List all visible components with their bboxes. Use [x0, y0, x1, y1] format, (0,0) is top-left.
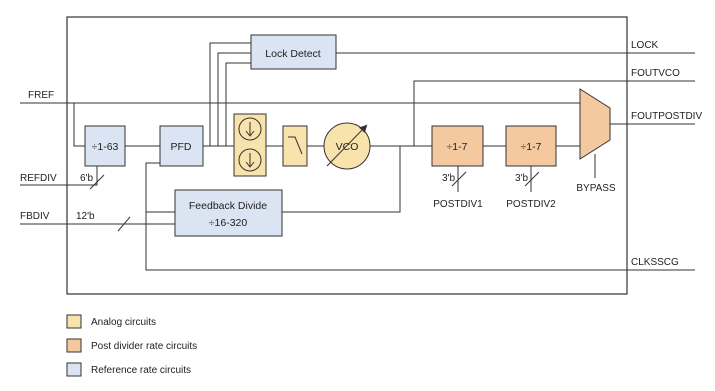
feedback-divider-block: Feedback Divide ÷16-320	[174, 189, 283, 237]
low-pass-filter-icon	[288, 136, 303, 155]
post-divider-1-block: ÷1-7	[431, 125, 484, 167]
post-divider-1-label: ÷1-7	[447, 141, 468, 153]
postdiv1-label: POSTDIV1	[433, 199, 483, 210]
fbdiv-input-label: FBDIV	[20, 211, 50, 222]
pfd-block: PFD	[159, 125, 204, 167]
signal-labels: FREF REFDIV FBDIV 6'b 12'b LOCK FOUTVCO …	[20, 40, 702, 268]
lock-detect-label: Lock Detect	[265, 48, 321, 60]
foutvco-output-label: FOUTVCO	[631, 68, 680, 79]
lock-detect-block: Lock Detect	[250, 34, 337, 70]
postdiv2-width-label: 3'b	[515, 173, 528, 184]
current-source-icon	[238, 117, 262, 172]
bypass-label: BYPASS	[576, 183, 616, 194]
legend-item-post-divider: Post divider rate circuits	[66, 338, 197, 353]
pll-boundary	[66, 16, 628, 295]
reference-divider-label: ÷1-63	[92, 141, 119, 153]
fbdiv-width-label: 12'b	[76, 211, 95, 222]
vco-block: VCO	[323, 122, 371, 170]
vco-label: VCO	[336, 141, 359, 153]
pfd-label: PFD	[171, 141, 192, 153]
legend-item-analog: Analog circuits	[66, 314, 156, 329]
clksscg-output-label: CLKSSCG	[631, 257, 679, 268]
legend-item-reference: Reference rate circuits	[66, 362, 191, 377]
post-divider-2-label: ÷1-7	[521, 141, 542, 153]
refdiv-input-label: REFDIV	[20, 173, 57, 184]
lock-output-label: LOCK	[631, 40, 659, 51]
legend-label-analog: Analog circuits	[91, 317, 156, 328]
charge-pump-block	[233, 113, 267, 177]
foutpostdiv-output-label: FOUTPOSTDIV	[631, 111, 702, 122]
legend: Analog circuits Post divider rate circui…	[66, 314, 197, 377]
loop-filter-block	[282, 125, 308, 167]
feedback-divider-range: ÷16-320	[209, 217, 248, 229]
signal-wires	[20, 42, 695, 271]
fref-input-label: FREF	[28, 90, 54, 101]
refdiv-width-label: 6'b	[80, 173, 93, 184]
reference-divider-block: ÷1-63	[84, 125, 126, 167]
postdiv1-width-label: 3'b	[442, 173, 455, 184]
feedback-divider-title: Feedback Divide	[189, 200, 267, 212]
vco-tuning-arrow-icon	[326, 124, 368, 167]
bypass-mux-icon	[579, 88, 611, 160]
post-divider-2-block: ÷1-7	[505, 125, 557, 167]
postdiv2-label: POSTDIV2	[506, 199, 556, 210]
legend-label-post-divider: Post divider rate circuits	[91, 341, 197, 352]
legend-label-reference: Reference rate circuits	[91, 365, 191, 376]
